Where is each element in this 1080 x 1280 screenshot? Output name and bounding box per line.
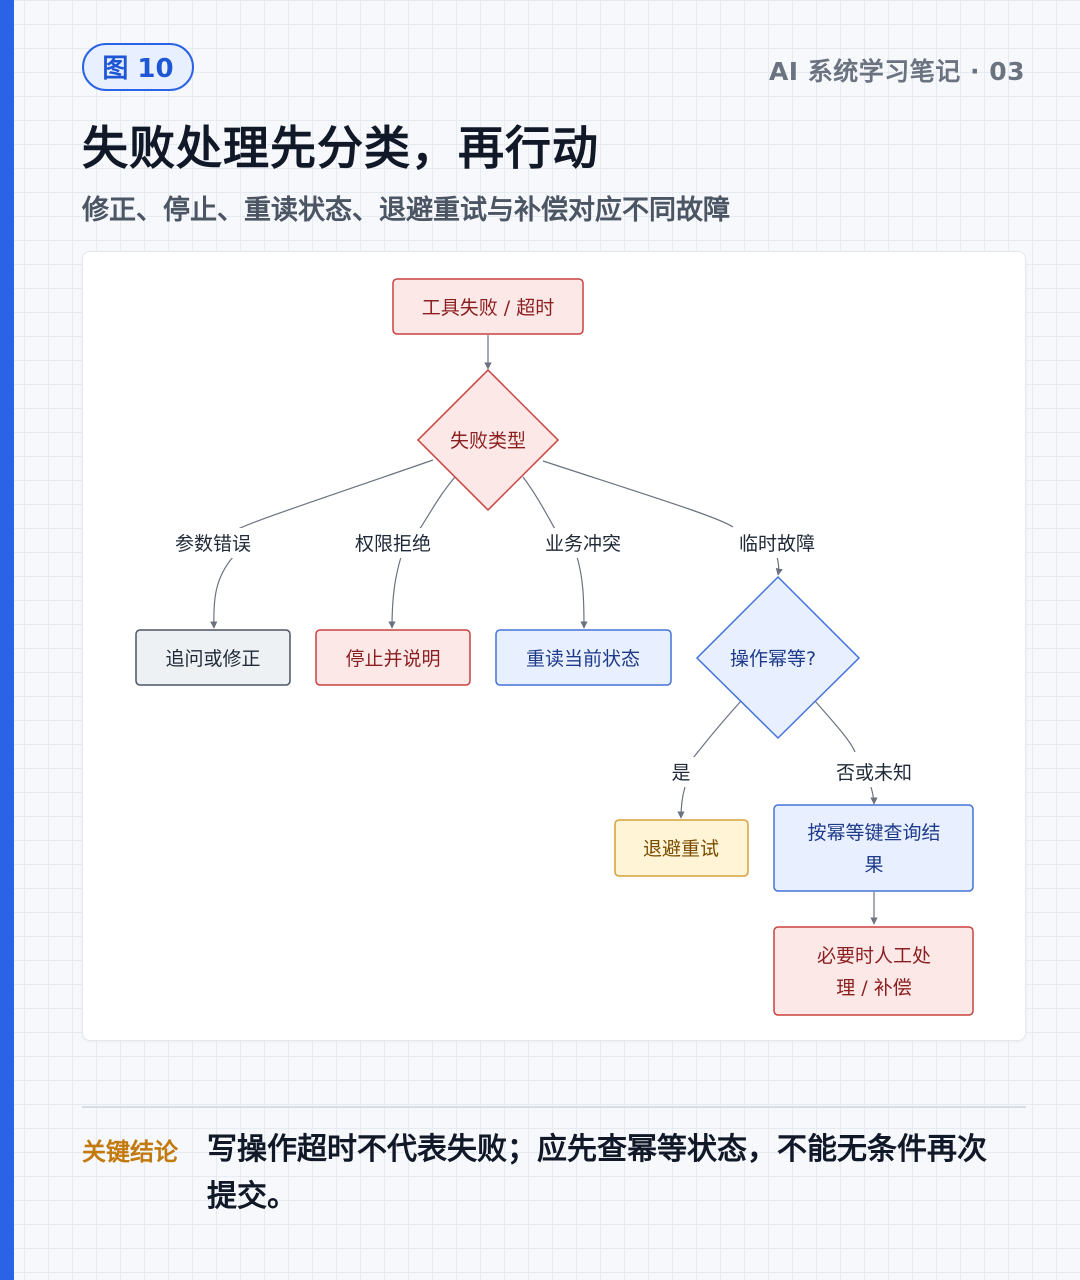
flowchart: 工具失败 / 超时 失败类型 追问或修正 停止并说明 重读当前状态 操作幂等? … [135, 278, 974, 1016]
conclusion-text: 写操作超时不代表失败；应先查幂等状态，不能无条件再次提交。 [207, 1132, 987, 1214]
node-backoff-retry: 退避重试 [614, 819, 749, 877]
svg-text:理 / 补偿: 理 / 补偿 [836, 977, 911, 999]
node-manual-compensation: 必要时人工处 理 / 补偿 [773, 926, 974, 1016]
label-yes: 是 [671, 762, 690, 784]
figure-badge: 图 10 [82, 43, 194, 91]
label-permission-denied: 权限拒绝 [355, 533, 431, 555]
node-start: 工具失败 / 超时 [392, 278, 584, 335]
svg-text:果: 果 [864, 854, 883, 876]
svg-text:操作幂等?: 操作幂等? [730, 648, 816, 670]
node-query-by-key: 按幂等键查询结 果 [773, 804, 974, 892]
node-stop-explain: 停止并说明 [315, 629, 471, 686]
page-subtitle: 修正、停止、重读状态、退避重试与补偿对应不同故障 [82, 195, 730, 226]
node-idempotent: 操作幂等? [695, 575, 861, 740]
svg-text:失败类型: 失败类型 [450, 430, 526, 452]
edge-param-error [221, 459, 434, 539]
series-label: AI 系统学习笔记 · 03 [768, 57, 1025, 86]
diagram-card: 工具失败 / 超时 失败类型 追问或修正 停止并说明 重读当前状态 操作幂等? … [82, 251, 1026, 1041]
edge-permission-denied-down [388, 556, 402, 629]
edge-yes-down [677, 786, 686, 819]
svg-text:必要时人工处: 必要时人工处 [817, 945, 931, 967]
svg-text:工具失败 / 超时: 工具失败 / 超时 [422, 297, 554, 319]
edge-no-unknown [814, 700, 856, 753]
label-business-conflict: 业务冲突 [545, 533, 621, 555]
label-transient-fault: 临时故障 [739, 533, 815, 555]
label-param-error: 参数错误 [175, 533, 251, 555]
label-no-or-unknown: 否或未知 [836, 762, 912, 784]
edge-param-error-down [210, 556, 234, 629]
node-reread-state: 重读当前状态 [495, 629, 672, 686]
edge-transient-fault-down [775, 556, 783, 576]
accent-bar [0, 0, 14, 1280]
edge-business-conflict-down [576, 556, 588, 629]
page-title: 失败处理先分类，再行动 [82, 121, 599, 175]
svg-text:停止并说明: 停止并说明 [345, 648, 440, 670]
conclusion-label: 关键结论 [82, 1138, 178, 1166]
node-failure-type: 失败类型 [416, 368, 560, 512]
svg-text:重读当前状态: 重读当前状态 [526, 648, 640, 670]
edge-yes [692, 700, 742, 759]
node-ask-or-fix: 追问或修正 [135, 629, 291, 686]
divider [82, 1106, 1026, 1108]
svg-text:退避重试: 退避重试 [643, 838, 719, 860]
svg-text:追问或修正: 追问或修正 [165, 648, 260, 670]
edge-no-unknown-down [870, 786, 878, 805]
edge-transient-fault [542, 460, 734, 528]
svg-text:按幂等键查询结: 按幂等键查询结 [807, 822, 940, 844]
